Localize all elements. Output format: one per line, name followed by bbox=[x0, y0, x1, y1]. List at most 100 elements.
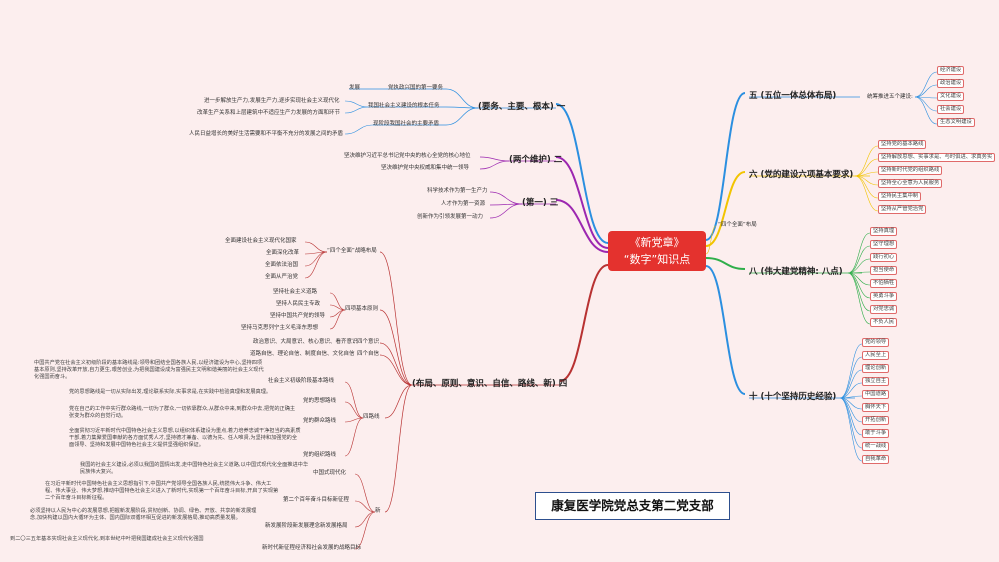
b8-l1 bbox=[847, 245, 871, 274]
branch-3[interactable]: (第一) 三 bbox=[522, 198, 559, 208]
b10-item-2[interactable]: 人民至上 bbox=[862, 351, 890, 360]
b1-yaowu[interactable]: 党执政兴国的第一要务 bbox=[388, 85, 444, 91]
link-b3 bbox=[555, 199, 609, 253]
b10-item-1[interactable]: 党的领导 bbox=[862, 338, 890, 347]
b1-gaige[interactable]: 改革生产关系和上层建筑中不适应生产力发展的方面和环节 bbox=[197, 110, 341, 116]
b8-item-4[interactable]: 担当使命 bbox=[870, 266, 898, 275]
b6-item-1[interactable]: 坚持党的基本路线 bbox=[878, 140, 927, 149]
b6-item-4[interactable]: 坚持全心全意为人民服务 bbox=[878, 179, 943, 188]
b4-modern-label[interactable]: 中国式现代化 bbox=[313, 470, 347, 476]
b6-item-5[interactable]: 坚持民主集中制 bbox=[878, 192, 922, 201]
b1-maodun[interactable]: 现阶段我国社会的主要矛盾 bbox=[373, 121, 440, 127]
b4-geju-label[interactable]: 新发展阶段新发展理念新发展格局 bbox=[265, 523, 348, 529]
b4-principle-1[interactable]: 坚持社会主义道路 bbox=[273, 289, 318, 295]
link-b10 bbox=[705, 265, 746, 395]
b5-item-1[interactable]: 经济建设 bbox=[937, 66, 965, 75]
b8-item-8[interactable]: 不负人民 bbox=[870, 318, 898, 327]
b10-item-4[interactable]: 独立自主 bbox=[862, 377, 890, 386]
b3-rencai[interactable]: 人才作为第一资源 bbox=[441, 201, 486, 207]
b4-qunzhong-label[interactable]: 党的群众路线 bbox=[303, 418, 337, 424]
b10-item-8[interactable]: 敢于斗争 bbox=[862, 429, 890, 438]
b2-l2 bbox=[479, 160, 510, 170]
b4-jiben-label[interactable]: 社会主义初级阶段基本路线 bbox=[268, 378, 335, 384]
b4-quanmian-2[interactable]: 全面深化改革 bbox=[266, 250, 300, 256]
b6b-quanmian[interactable]: “四个全面”布局 bbox=[718, 222, 757, 228]
b1-maodun-detail[interactable]: 人民日益增长的美好生活需要和不平衡不充分的发展之间的矛盾 bbox=[189, 131, 344, 137]
b2-quanwei[interactable]: 坚决维护党中央权威和集中统一领导 bbox=[381, 165, 470, 171]
b4-lx-1 bbox=[344, 401, 364, 419]
b6-item-3[interactable]: 坚持新时代党的组织路线 bbox=[878, 166, 943, 175]
b5-item-3[interactable]: 文化建设 bbox=[937, 92, 965, 101]
b2-hexin[interactable]: 坚决维护习近平总书记党中央的核心全党的核心地位 bbox=[344, 153, 471, 159]
b6-l4 bbox=[854, 175, 879, 199]
b4-quanmian-4[interactable]: 全面从严治党 bbox=[265, 274, 299, 280]
b8-l3 bbox=[847, 271, 871, 274]
branch-4[interactable]: (布局、原则、意识、自信、路线、新) 四 bbox=[412, 379, 568, 389]
link-b8 bbox=[705, 257, 746, 270]
b4-mubiao-label[interactable]: 新时代新征程经济和社会发展的战略目标 bbox=[262, 545, 362, 551]
b3-chuangxin[interactable]: 创新作为引领发展第一动力 bbox=[417, 214, 484, 220]
b4-principle-3[interactable]: 坚持中国共产党的领导 bbox=[270, 313, 326, 319]
b10-l6 bbox=[839, 397, 863, 423]
b8-item-3[interactable]: 践行初心 bbox=[870, 253, 898, 262]
b10-l2 bbox=[839, 369, 863, 399]
b4-principles-label[interactable]: 四项基本原则 bbox=[345, 306, 379, 312]
b4-quanmian-3[interactable]: 全面依法治国 bbox=[265, 262, 299, 268]
b4-principle-2[interactable]: 坚持人民民主专政 bbox=[276, 301, 321, 307]
b4-xin-label[interactable]: 新 bbox=[375, 508, 381, 514]
b5-l1 bbox=[914, 84, 938, 98]
b4-zixin-label[interactable]: 四个自信 bbox=[357, 351, 380, 357]
b1-l2a bbox=[344, 100, 369, 108]
b10-l0 bbox=[839, 343, 863, 399]
b4-bainian-label[interactable]: 第二个百年奋斗目标新征程 bbox=[283, 497, 350, 503]
branch-6[interactable]: 六 (党的建设六项基本要求) bbox=[749, 170, 854, 180]
b1-fazhan[interactable]: 发展 bbox=[349, 85, 361, 91]
b4-zuzhi-label[interactable]: 党的组织路线 bbox=[303, 452, 337, 458]
b8-item-2[interactable]: 坚守理想 bbox=[870, 240, 898, 249]
b4-mubiao-text: 到二〇三五年基本实现社会主义现代化,到本世纪中叶把我国建成社会主义现代化强国 bbox=[10, 536, 204, 542]
b5-item-5[interactable]: 生态文明建设 bbox=[937, 118, 975, 127]
b4-sixiang-label[interactable]: 党的思想路线 bbox=[303, 398, 337, 404]
b4-yishi-label[interactable]: 四个意识 bbox=[357, 339, 380, 345]
b1-jiefang[interactable]: 进一步解放生产力,发展生产力,逐步实现社会主义现代化 bbox=[204, 98, 340, 104]
b4-bainian-text: 在习近平新时代中国特色社会主义思想指引下,中国共产党领导全国各族人民,统揽伟大斗… bbox=[45, 481, 279, 501]
b4-quanmian-label[interactable]: “四个全面”战略布局 bbox=[327, 248, 377, 254]
b5-item-4[interactable]: 社会建设 bbox=[937, 105, 965, 114]
b6-item-6[interactable]: 坚持从严管党治党 bbox=[878, 205, 927, 214]
b4-principle-4[interactable]: 坚持马克思列宁主义毛泽东思想 bbox=[241, 325, 319, 331]
b6-l2 bbox=[854, 171, 879, 177]
b4-luxian-label[interactable]: 四路线 bbox=[363, 414, 380, 420]
b4-quanmian-1[interactable]: 全面建设社会主义现代化国家 bbox=[225, 238, 297, 244]
b10-l1 bbox=[839, 356, 863, 399]
b1-genben[interactable]: 我国社会主义建设的根本任务 bbox=[368, 103, 440, 109]
b4-yishi bbox=[379, 342, 413, 386]
b4-zixin[interactable]: 道路自信、理论自信、制度自信、文化自信 bbox=[250, 351, 355, 357]
branch-1[interactable]: (要务、主要、根本) 一 bbox=[478, 102, 566, 112]
b4-modern-text: 我国的社会主义建设,必须以我国的国情出发,走中国特色社会主义道路,以中国式现代化… bbox=[80, 462, 309, 475]
branch-10[interactable]: 十 (十个坚持历史经验) bbox=[749, 392, 837, 402]
b5-item-2[interactable]: 政治建设 bbox=[937, 79, 965, 88]
b6-l1 bbox=[854, 158, 879, 177]
branch-2[interactable]: (两个维护) 二 bbox=[509, 155, 563, 165]
b1-l2b bbox=[344, 106, 369, 114]
b3-keji[interactable]: 科学技术作为第一生产力 bbox=[427, 188, 488, 194]
center-node[interactable]: 《新党章》 “数字”知识点 bbox=[608, 231, 706, 271]
b10-item-9[interactable]: 统一战线 bbox=[862, 442, 890, 451]
b10-item-3[interactable]: 理论创新 bbox=[862, 364, 890, 373]
b10-item-5[interactable]: 中国道路 bbox=[862, 390, 890, 399]
b6-item-2[interactable]: 坚持解放思想、实事求是、与时俱进、求真务实 bbox=[878, 153, 996, 162]
b4-yishi[interactable]: 政治意识、大局意识、核心意识、看齐意识 bbox=[253, 339, 358, 345]
b10-item-6[interactable]: 胸怀天下 bbox=[862, 403, 890, 412]
b4-jiben-text: 中国共产党在社会主义初级阶段的基本路线是:领导和团结全国各族人民,以经济建设为中… bbox=[34, 360, 264, 380]
b8-item-7[interactable]: 对党忠诚 bbox=[870, 305, 898, 314]
b8-item-5[interactable]: 不怕牺牲 bbox=[870, 279, 898, 288]
b10-item-10[interactable]: 自我革命 bbox=[862, 455, 890, 464]
b8-item-1[interactable]: 坚持真理 bbox=[870, 227, 898, 236]
b4-pr-1 bbox=[329, 304, 346, 311]
b5-sub[interactable]: 统筹推进五个建设: bbox=[867, 94, 913, 100]
b10-item-7[interactable]: 开拓创新 bbox=[862, 416, 890, 425]
branch-8[interactable]: 八 (伟大建党精神: 八点) bbox=[749, 267, 843, 277]
b8-item-6[interactable]: 英勇斗争 bbox=[870, 292, 898, 301]
branch-5[interactable]: 五 (五位一体总体布局) bbox=[749, 91, 837, 101]
